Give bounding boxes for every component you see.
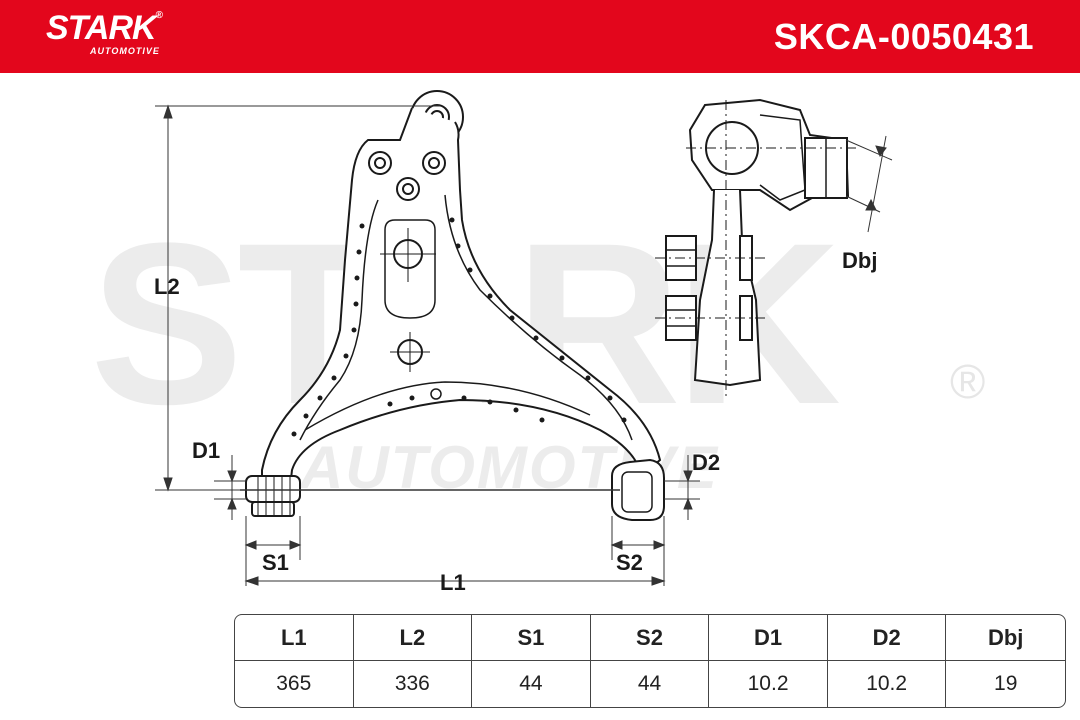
dimension-lines xyxy=(155,104,893,586)
dim-label-l2: L2 xyxy=(154,274,180,299)
spec-value-l2: 336 xyxy=(354,661,473,707)
logo-subtitle: AUTOMOTIVE xyxy=(90,46,160,56)
arm-inner-left xyxy=(299,199,379,441)
stark-logo: STARK® AUTOMOTIVE xyxy=(46,10,163,56)
spec-value-l1: 365 xyxy=(235,661,354,707)
dim-label-d2: D2 xyxy=(692,450,721,475)
spec-header-s1: S1 xyxy=(472,615,591,661)
spec-value-s2: 44 xyxy=(591,661,710,707)
spec-table: L1 L2 S1 S2 D1 D2 Dbj 365 336 44 44 10.2… xyxy=(234,614,1066,708)
spec-value-dbj: 19 xyxy=(994,672,1018,695)
arm-inner-bottom xyxy=(304,381,591,431)
logo-reg-mark: ® xyxy=(155,10,163,21)
spec-header-s2: S2 xyxy=(590,615,710,661)
spec-header-d1: D1 xyxy=(709,615,828,661)
header-bar: STARK® AUTOMOTIVE SKCA-0050431 xyxy=(0,0,1080,73)
spec-header-dbj: Dbj xyxy=(946,615,1065,661)
control-arm-drawing xyxy=(155,90,893,586)
rivet-dots xyxy=(291,217,627,437)
dim-label-l1: L1 xyxy=(440,570,466,595)
spec-value-d1: 10.2 xyxy=(709,661,828,707)
ball-joint-side-view xyxy=(655,98,860,400)
logo-brand: STARK xyxy=(46,9,157,47)
spec-header-l1: L1 xyxy=(235,615,354,661)
spec-value-d2: 10.2 xyxy=(828,661,947,707)
dim-label-dbj: Dbj xyxy=(842,248,878,273)
arm-central-slot xyxy=(384,219,436,319)
arm-outline xyxy=(261,107,662,489)
dim-label-s2: S2 xyxy=(616,550,643,575)
part-number: SKCA-0050431 xyxy=(773,16,1034,57)
bushing-left xyxy=(245,475,301,503)
dim-label-s1: S1 xyxy=(262,550,289,575)
dim-label-d1: D1 xyxy=(192,438,221,463)
spec-header-d2: D2 xyxy=(827,615,947,661)
spec-value-s1: 44 xyxy=(472,661,591,707)
spec-header-l2: L2 xyxy=(353,615,473,661)
